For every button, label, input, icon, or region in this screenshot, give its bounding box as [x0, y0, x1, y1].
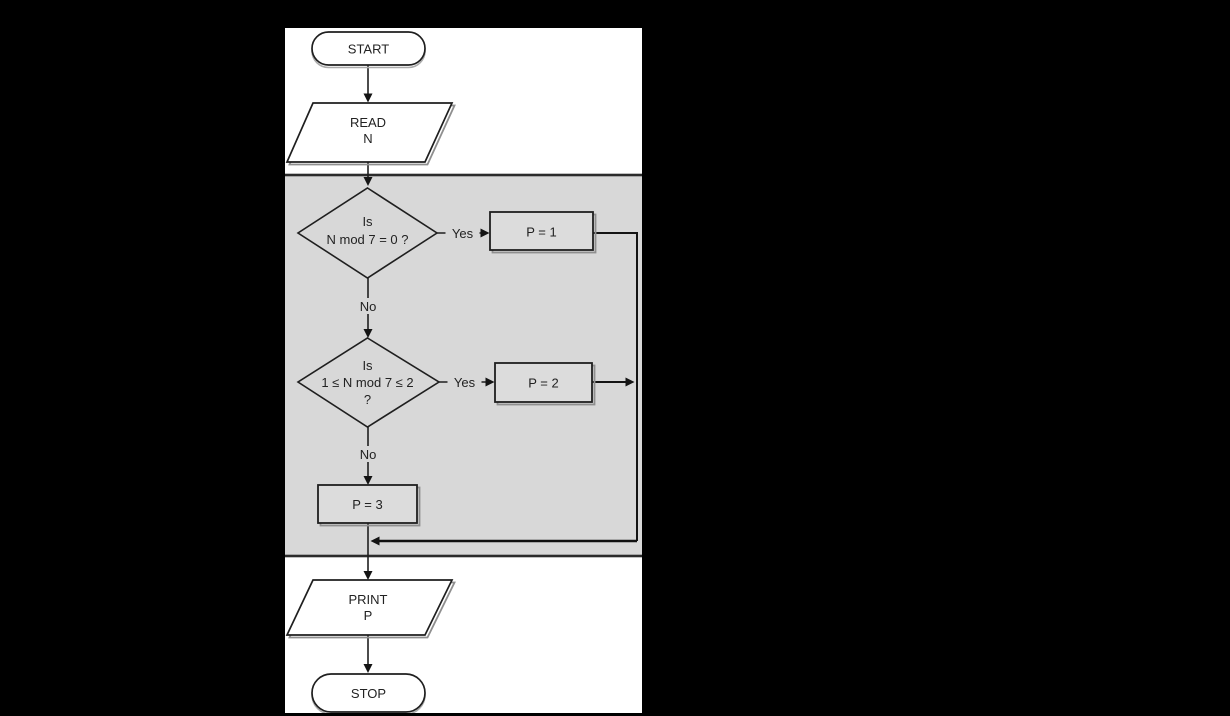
node-print-p-line1: PRINT [349, 592, 388, 607]
node-decision-2-line2: 1 ≤ N mod 7 ≤ 2 [321, 375, 413, 390]
edge-print-stop-arrowhead [363, 664, 373, 673]
node-p2: P = 2 [494, 362, 596, 406]
node-decision-2-shape [296, 337, 441, 428]
node-read-n-shape [285, 102, 454, 163]
edge-read-decision1-arrowhead [363, 177, 373, 186]
node-decision-1: Is N mod 7 = 0 ? [296, 187, 439, 279]
node-start: START [311, 31, 426, 69]
edge-decision2-no-arrowhead [363, 476, 373, 485]
edge-decision2-yes-arrowhead [485, 377, 495, 387]
node-p3-shape [317, 484, 418, 524]
label-no-1: No [360, 299, 377, 314]
node-read-n-line1: READ [350, 115, 386, 130]
node-p1-shape [489, 211, 594, 251]
node-p2-label: P = 2 [528, 376, 558, 391]
flowchart-diagram: START READ N Is N mod 7 = 0 ? P = 1 [285, 31, 642, 713]
node-decision-1-line1: Is [362, 214, 373, 229]
node-stop-label: STOP [351, 686, 386, 701]
node-decision-2-line1: Is [362, 358, 373, 373]
node-stop-shape [311, 673, 426, 713]
edge-decision1-yes-arrowhead [480, 228, 490, 238]
label-no-1-bg [356, 298, 380, 314]
node-decision-2-line3: ? [364, 392, 371, 407]
label-no-2-bg [356, 446, 380, 462]
node-print-p: PRINT P [285, 579, 456, 639]
edge-merge-return-arrowhead [370, 536, 380, 546]
node-decision-2: Is 1 ≤ N mod 7 ≤ 2 ? [296, 337, 441, 428]
node-decision-1-shape [296, 187, 439, 279]
node-read-n-line2: N [363, 131, 372, 146]
label-yes-2: Yes [454, 375, 476, 390]
flowchart-panel: START READ N Is N mod 7 = 0 ? P = 1 [285, 28, 642, 713]
edge-start-read-arrowhead [363, 93, 373, 103]
label-yes-1-bg [445, 225, 480, 241]
node-print-p-shape [285, 579, 454, 636]
edge-p1-return [593, 232, 638, 541]
edge-p2-return-arrowhead [625, 377, 635, 387]
node-stop: STOP [311, 673, 426, 713]
node-p2-shape [494, 362, 593, 403]
node-start-label: START [348, 42, 389, 57]
node-read-n: READ N [285, 102, 456, 166]
label-yes-1: Yes [452, 226, 474, 241]
node-p1: P = 1 [489, 211, 597, 254]
node-p1-label: P = 1 [526, 225, 556, 240]
label-yes-2-bg [447, 374, 482, 390]
node-p3-label: P = 3 [352, 497, 382, 512]
node-start-shape [311, 31, 426, 66]
node-print-p-line2: P [364, 608, 373, 623]
label-no-2: No [360, 447, 377, 462]
edge-decision1-no-arrowhead [363, 329, 373, 338]
edge-p3-print-arrowhead [363, 571, 373, 580]
node-decision-1-line2: N mod 7 = 0 ? [326, 232, 408, 247]
node-p3: P = 3 [317, 484, 421, 527]
